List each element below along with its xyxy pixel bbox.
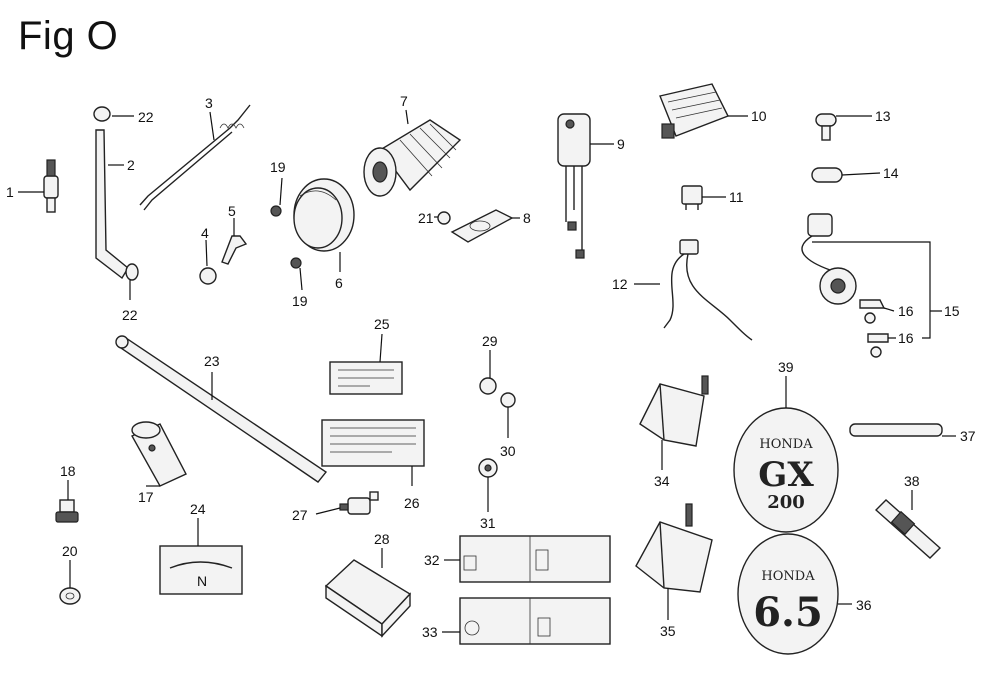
callout-29: 29 [482,333,498,349]
callout-28: 28 [374,531,390,547]
figure-title: Fig O [18,14,119,58]
callout-22b: 22 [122,307,138,323]
part-17-socket [131,421,187,487]
logo-39-model: GX [758,455,814,495]
callout-21: 21 [418,210,434,226]
part-13-bulb [815,113,837,141]
callout-20: 20 [62,543,78,559]
part-3-spring [139,104,251,211]
logo-39-brand: HONDA [759,437,813,452]
callout-19a: 19 [270,159,286,175]
callout-11: 11 [729,189,744,205]
part-7-grip [363,119,462,197]
part-15-switch [801,213,857,305]
part-33-label [459,597,611,645]
callout-34: 34 [654,473,670,489]
part-29-nut [479,377,497,395]
part-24-gauge [159,545,243,595]
part-16-key [859,299,889,358]
part-38-spark-plug [874,499,942,559]
part-26-label [321,419,425,467]
part-1-fitting [43,159,59,213]
callout-38: 38 [904,473,920,489]
part-22-clamp [93,106,139,281]
part-31-clip [478,458,498,478]
part-23-rod [115,335,328,483]
part-21-nut [437,211,451,225]
part-12-harness [663,239,753,341]
callout-39: 39 [778,359,794,375]
callout-27: 27 [292,507,308,523]
part-4-cap [199,267,217,285]
part-19-bolt [270,205,302,269]
part-28-block [324,559,412,638]
gauge-24-label: N [197,573,207,589]
callout-32: 32 [424,552,440,568]
callout-14: 14 [883,165,899,181]
callout-22a: 22 [138,109,154,125]
logo-36-brand: HONDA [761,569,815,584]
callout-9: 9 [617,136,625,152]
callout-16b: 16 [898,330,914,346]
callout-7: 7 [400,93,408,109]
part-35-mount [635,503,713,593]
callout-2: 2 [127,157,135,173]
callout-8: 8 [523,210,531,226]
callout-25: 25 [374,316,390,332]
part-25-label [329,361,403,395]
part-20-washer [59,587,81,605]
callout-37: 37 [960,428,976,444]
part-32-label [459,535,611,583]
callout-3: 3 [205,95,213,111]
callout-24: 24 [190,501,206,517]
part-14-bulb [811,167,843,183]
callout-18: 18 [60,463,76,479]
callout-31: 31 [480,515,496,531]
part-9-module [557,113,591,259]
callout-35: 35 [660,623,676,639]
callout-5: 5 [228,203,236,219]
part-10-connector [659,83,729,139]
part-6-cover [293,178,355,252]
part-36-logo [737,533,839,655]
callout-1: 1 [6,184,14,200]
part-8-gasket [450,209,514,243]
callout-23: 23 [204,353,220,369]
callout-30: 30 [500,443,516,459]
callout-33: 33 [422,624,438,640]
part-11-relay [681,185,703,210]
callout-6: 6 [335,275,343,291]
callout-15: 15 [944,303,960,319]
callout-10: 10 [751,108,767,124]
callout-26: 26 [404,495,420,511]
part-2-tube [95,129,129,280]
callout-4: 4 [201,225,209,241]
callout-16a: 16 [898,303,914,319]
callout-13: 13 [875,108,891,124]
callout-19b: 19 [292,293,308,309]
part-34-mount [639,375,709,447]
logo-39-size: 200 [767,492,805,513]
part-37-rod [849,423,943,437]
part-18-bolt [55,499,79,523]
callout-12: 12 [612,276,628,292]
part-30-nut [500,392,516,408]
logo-36-power: 6.5 [753,589,823,636]
callout-36: 36 [856,597,872,613]
leader-lines [18,109,956,633]
part-27-plug [339,491,379,515]
part-5-lever [221,235,248,265]
callout-numbers: 1 2 3 4 5 6 7 8 9 10 11 12 13 14 15 16 1… [6,93,976,640]
callout-17: 17 [138,489,154,505]
